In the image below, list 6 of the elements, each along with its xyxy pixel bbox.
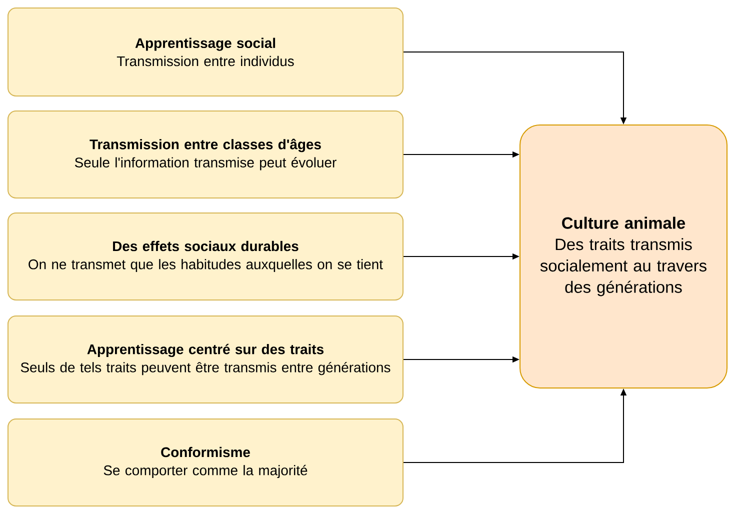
- concept-box: Apprentissage social Transmission entre individus: [8, 8, 404, 96]
- concept-box: Des effets sociaux durables On ne transmet que les habitudes auxquelles on se tient: [8, 212, 404, 300]
- result-box: Culture animale Des traits transmis socialement au travers des générations: [520, 124, 728, 388]
- concept-box: Apprentissage centré sur des traits Seuls de tels traits peuvent être transmis entre générations: [8, 316, 404, 404]
- concept-box: Transmission entre classes d'âges Seule l'information transmise peut évoluer: [8, 110, 404, 198]
- concept-box: Conformisme Se comporter comme la majorité: [8, 418, 404, 506]
